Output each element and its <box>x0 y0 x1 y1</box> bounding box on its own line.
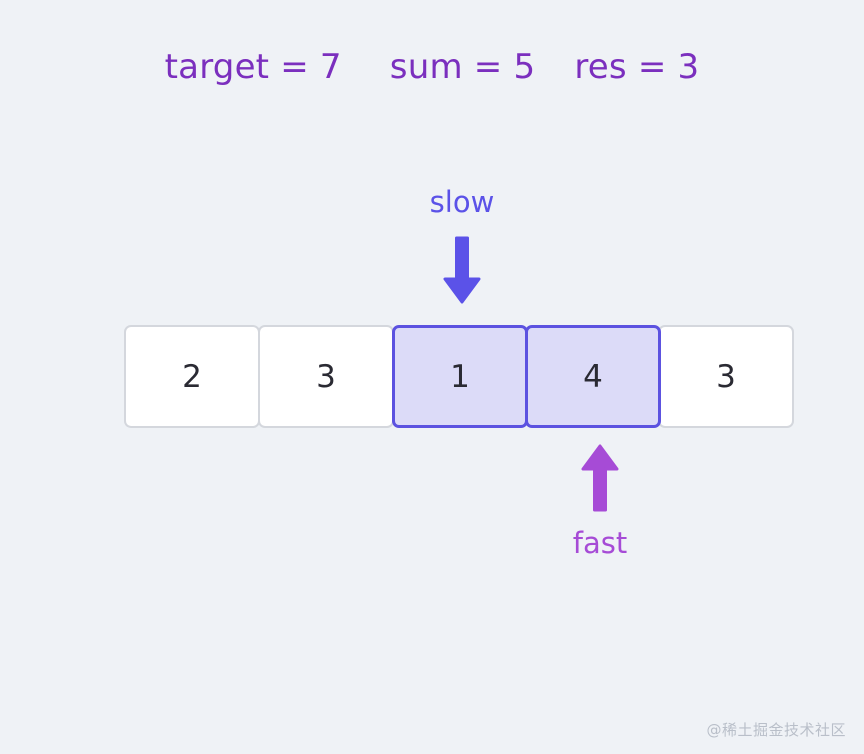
array-row: 2 3 1 4 3 <box>124 325 794 428</box>
arrow-up-icon <box>579 443 621 513</box>
sum-state: sum = 5 <box>389 47 536 87</box>
array-cell-highlighted[interactable]: 1 <box>392 325 528 428</box>
state-line: target = 7 sum = 5 res = 3 <box>0 47 864 87</box>
array-cell-value: 2 <box>182 358 202 395</box>
array-cell[interactable]: 3 <box>658 325 794 428</box>
pointer-slow-label: slow <box>429 185 495 219</box>
array-cell-value: 3 <box>316 358 336 395</box>
array-cell-value: 1 <box>450 358 470 395</box>
array-cell-highlighted[interactable]: 4 <box>525 325 661 428</box>
res-state: res = 3 <box>574 47 700 87</box>
pointer-fast: fast <box>520 443 680 558</box>
pointer-slow: slow <box>382 188 542 305</box>
pointer-fast-label: fast <box>572 526 628 560</box>
array-cell-value: 4 <box>583 358 603 395</box>
target-state: target = 7 <box>164 47 342 87</box>
array-cell[interactable]: 3 <box>258 325 394 428</box>
array-cell-value: 3 <box>716 358 736 395</box>
array-cell[interactable]: 2 <box>124 325 260 428</box>
arrow-down-icon <box>441 235 483 305</box>
watermark: @稀土掘金技术社区 <box>706 721 846 739</box>
